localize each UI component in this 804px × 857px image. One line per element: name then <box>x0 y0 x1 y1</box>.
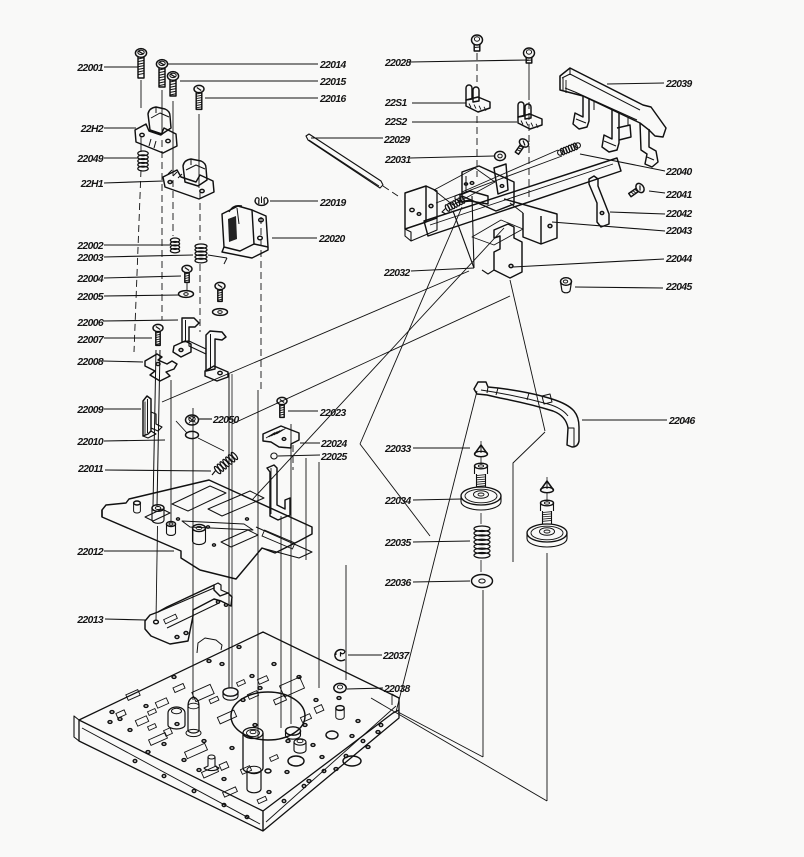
svg-text:22019: 22019 <box>319 198 347 209</box>
svg-text:22003: 22003 <box>76 253 104 264</box>
svg-text:22016: 22016 <box>319 94 347 105</box>
svg-text:22042: 22042 <box>665 209 693 220</box>
svg-text:22044: 22044 <box>665 254 693 265</box>
svg-text:22015: 22015 <box>319 77 347 88</box>
svg-text:22H1: 22H1 <box>80 179 104 190</box>
svg-text:22045: 22045 <box>665 282 693 293</box>
svg-text:22023: 22023 <box>319 408 347 419</box>
svg-text:22039: 22039 <box>665 79 693 90</box>
svg-text:22032: 22032 <box>383 268 411 279</box>
svg-text:22013: 22013 <box>76 615 104 626</box>
svg-text:22S1: 22S1 <box>384 98 408 109</box>
svg-text:22008: 22008 <box>76 357 104 368</box>
svg-text:22014: 22014 <box>319 60 347 71</box>
svg-text:22043: 22043 <box>665 226 693 237</box>
svg-text:22011: 22011 <box>77 464 104 475</box>
svg-text:22001: 22001 <box>76 63 104 74</box>
svg-text:22004: 22004 <box>76 274 104 285</box>
svg-text:22S2: 22S2 <box>384 117 408 128</box>
svg-text:22006: 22006 <box>76 318 104 329</box>
svg-text:22020: 22020 <box>318 234 346 245</box>
svg-text:22038: 22038 <box>383 684 411 695</box>
svg-text:22024: 22024 <box>320 439 348 450</box>
svg-text:22028: 22028 <box>384 58 412 69</box>
svg-text:22035: 22035 <box>384 538 412 549</box>
svg-text:22005: 22005 <box>76 292 104 303</box>
svg-text:22012: 22012 <box>76 547 104 558</box>
svg-text:22029: 22029 <box>383 135 411 146</box>
svg-text:22046: 22046 <box>668 416 696 427</box>
svg-text:22040: 22040 <box>665 167 693 178</box>
svg-text:22041: 22041 <box>665 190 693 201</box>
svg-text:22033: 22033 <box>384 444 412 455</box>
svg-text:22025: 22025 <box>320 452 348 463</box>
svg-text:22034: 22034 <box>384 496 412 507</box>
svg-text:22037: 22037 <box>382 651 411 662</box>
svg-text:22050: 22050 <box>212 415 240 426</box>
svg-text:22049: 22049 <box>76 154 104 165</box>
svg-text:22002: 22002 <box>76 241 104 252</box>
svg-text:22007: 22007 <box>76 335 105 346</box>
svg-text:22010: 22010 <box>76 437 104 448</box>
svg-text:22H2: 22H2 <box>80 124 104 135</box>
svg-text:22031: 22031 <box>384 155 412 166</box>
svg-text:22036: 22036 <box>384 578 412 589</box>
svg-text:22009: 22009 <box>76 405 104 416</box>
